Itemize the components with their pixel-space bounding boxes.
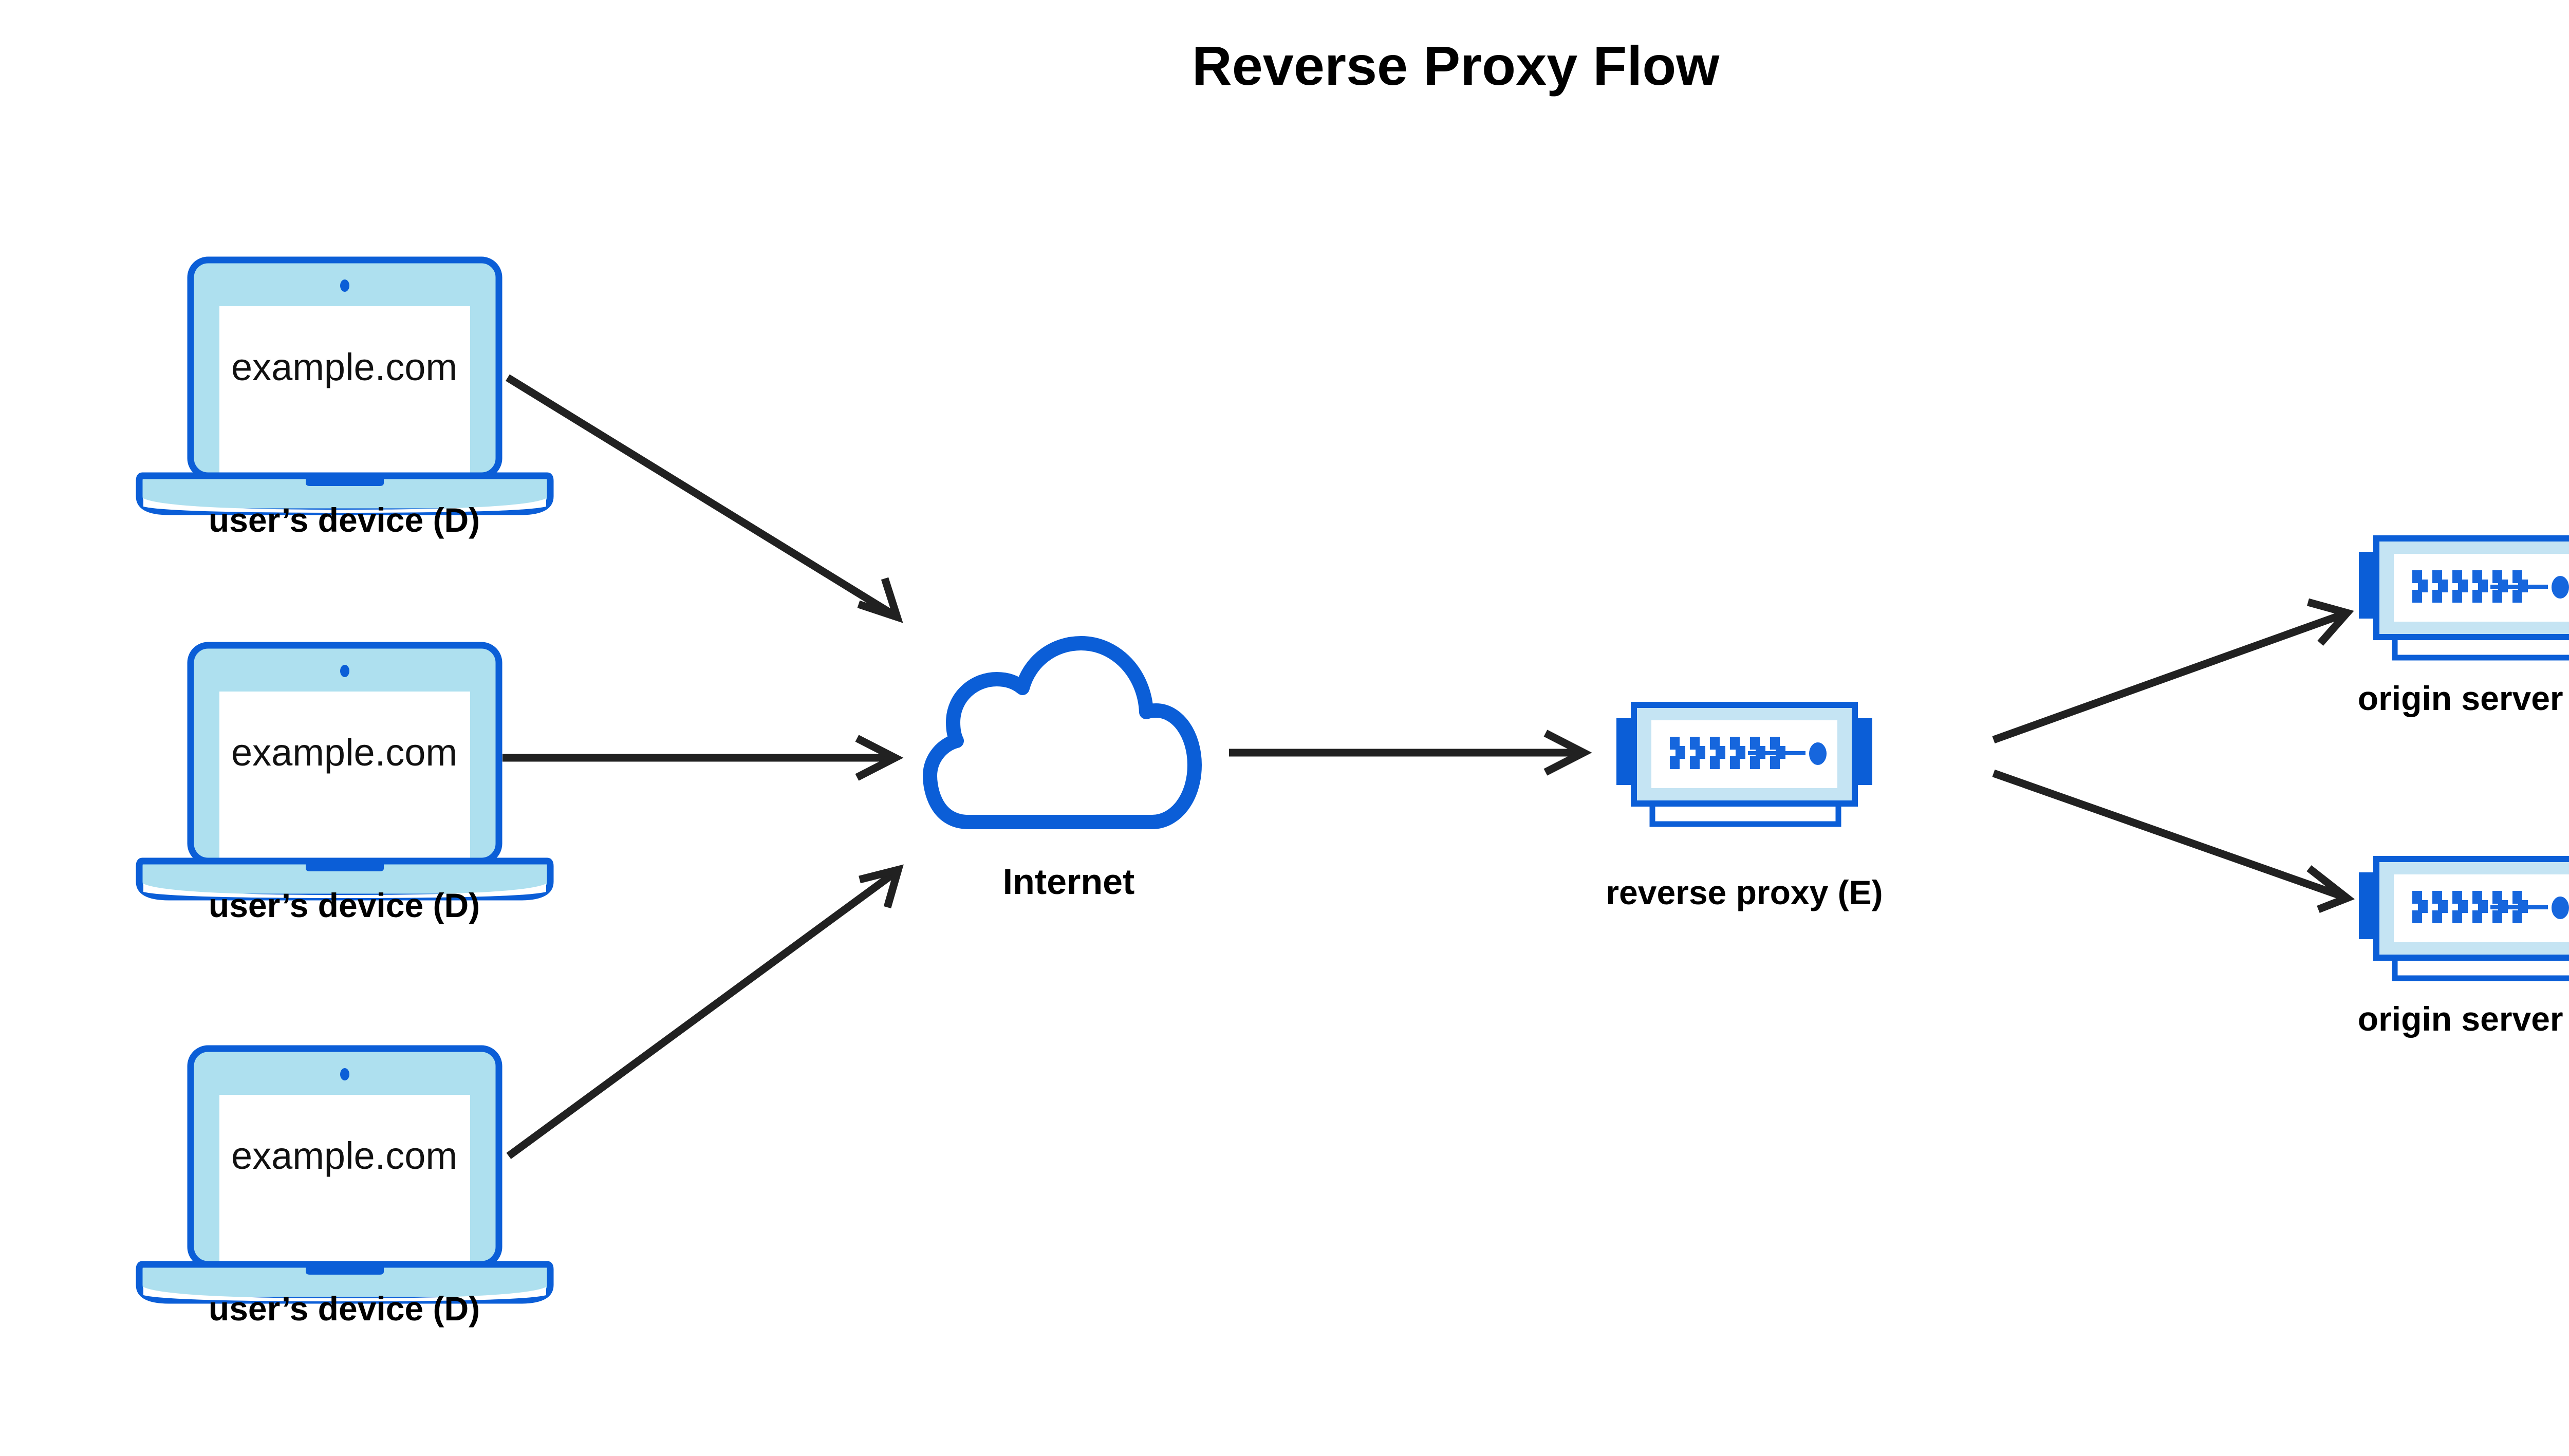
client-top-label: user’s device (D) [209,501,480,539]
node-origin-top[interactable]: origin server (F) [2358,538,2569,717]
origin-top-label: origin server (F) [2358,679,2569,717]
node-client-middle[interactable]: example.com user’s device (D) [139,645,550,924]
edge-internet-to-reverse-proxy [1229,730,1592,776]
node-reverse-proxy[interactable]: reverse proxy (E) [1606,705,1883,911]
node-client-bottom[interactable]: example.com user’s device (D) [139,1049,550,1328]
client-middle-label: user’s device (D) [209,886,480,924]
client-middle-screen-text: example.com [231,731,457,774]
node-client-top[interactable]: example.com user’s device (D) [139,260,550,539]
reverse-proxy-label: reverse proxy (E) [1606,873,1883,911]
client-bottom-screen-text: example.com [231,1134,457,1177]
page-title: Reverse Proxy Flow [1192,34,1720,97]
edge-reverse-proxy-to-origin-top [1992,598,2354,744]
origin-bottom-label: origin server (F) [2358,1000,2569,1038]
edge-client-bottom-to-internet [506,864,904,1160]
server-icon [2359,859,2569,978]
client-top-screen-text: example.com [231,346,457,388]
edge-client-top-to-internet [506,374,903,623]
node-origin-bottom[interactable]: origin server (F) [2358,859,2569,1038]
cloud-icon [923,636,1202,829]
client-bottom-label: user’s device (D) [209,1290,480,1328]
edge-client-middle-to-internet [502,735,904,781]
node-internet[interactable]: Internet [923,636,1202,902]
edge-layer [502,374,2355,1160]
server-icon [1616,705,1872,824]
server-icon [2359,538,2569,658]
internet-label: Internet [1003,862,1135,902]
edge-reverse-proxy-to-origin-bottom [1992,769,2355,913]
